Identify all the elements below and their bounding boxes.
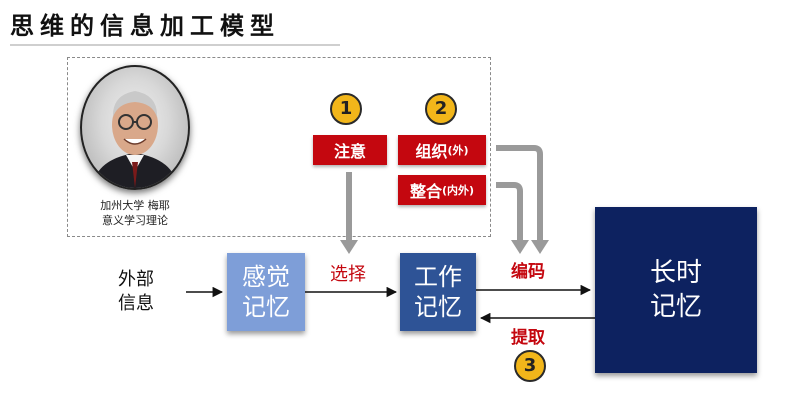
retrieve-label: 提取 bbox=[511, 328, 545, 348]
longterm-line2: 记忆 bbox=[649, 292, 702, 322]
external-line1: 外部 bbox=[118, 269, 154, 290]
working-line1: 工作 bbox=[414, 263, 462, 291]
external-line2: 信息 bbox=[118, 293, 154, 314]
page-title: 思维的信息加工模型 bbox=[10, 12, 280, 40]
portrait-caption-theory: 意义学习理论 bbox=[102, 214, 168, 227]
portrait-caption-name: 加州大学 梅耶 bbox=[100, 199, 170, 212]
integrate-box: 整合(内外) bbox=[398, 175, 486, 205]
sensory-line2: 记忆 bbox=[242, 293, 290, 321]
step-3-badge: 3 bbox=[514, 350, 546, 382]
sensory-line1: 感觉 bbox=[242, 263, 290, 291]
sensory-memory-box: 感觉 记忆 bbox=[227, 253, 305, 331]
arrow-attention-select bbox=[340, 172, 358, 254]
organize-label: 组织 bbox=[415, 142, 448, 161]
portrait-photo bbox=[80, 65, 190, 190]
step-1-badge: 1 bbox=[330, 93, 362, 125]
working-memory-box: 工作 记忆 bbox=[400, 253, 476, 331]
title-underline bbox=[10, 44, 340, 46]
arrow-organize-encode bbox=[496, 145, 543, 240]
organize-note: (外) bbox=[447, 144, 469, 157]
integrate-label: 整合 bbox=[409, 182, 442, 201]
arrow-integrate-head bbox=[511, 240, 529, 254]
arrow-integrate-encode bbox=[496, 182, 523, 240]
encode-label: 编码 bbox=[511, 262, 545, 282]
portrait-figure bbox=[92, 91, 178, 188]
arrow-organize-head bbox=[531, 240, 549, 254]
attention-label: 注意 bbox=[333, 142, 366, 161]
long-term-memory-box: 长时 记忆 bbox=[595, 207, 757, 373]
select-label: 选择 bbox=[330, 264, 366, 285]
integrate-note: (内外) bbox=[441, 184, 475, 197]
step-2-badge: 2 bbox=[425, 93, 457, 125]
attention-box: 注意 bbox=[313, 135, 387, 165]
external-information: 外部 信息 bbox=[118, 268, 154, 316]
working-line2: 记忆 bbox=[414, 293, 462, 321]
longterm-line1: 长时 bbox=[649, 258, 702, 288]
mayer-theory-frame bbox=[67, 57, 491, 237]
organize-box: 组织(外) bbox=[398, 135, 486, 165]
